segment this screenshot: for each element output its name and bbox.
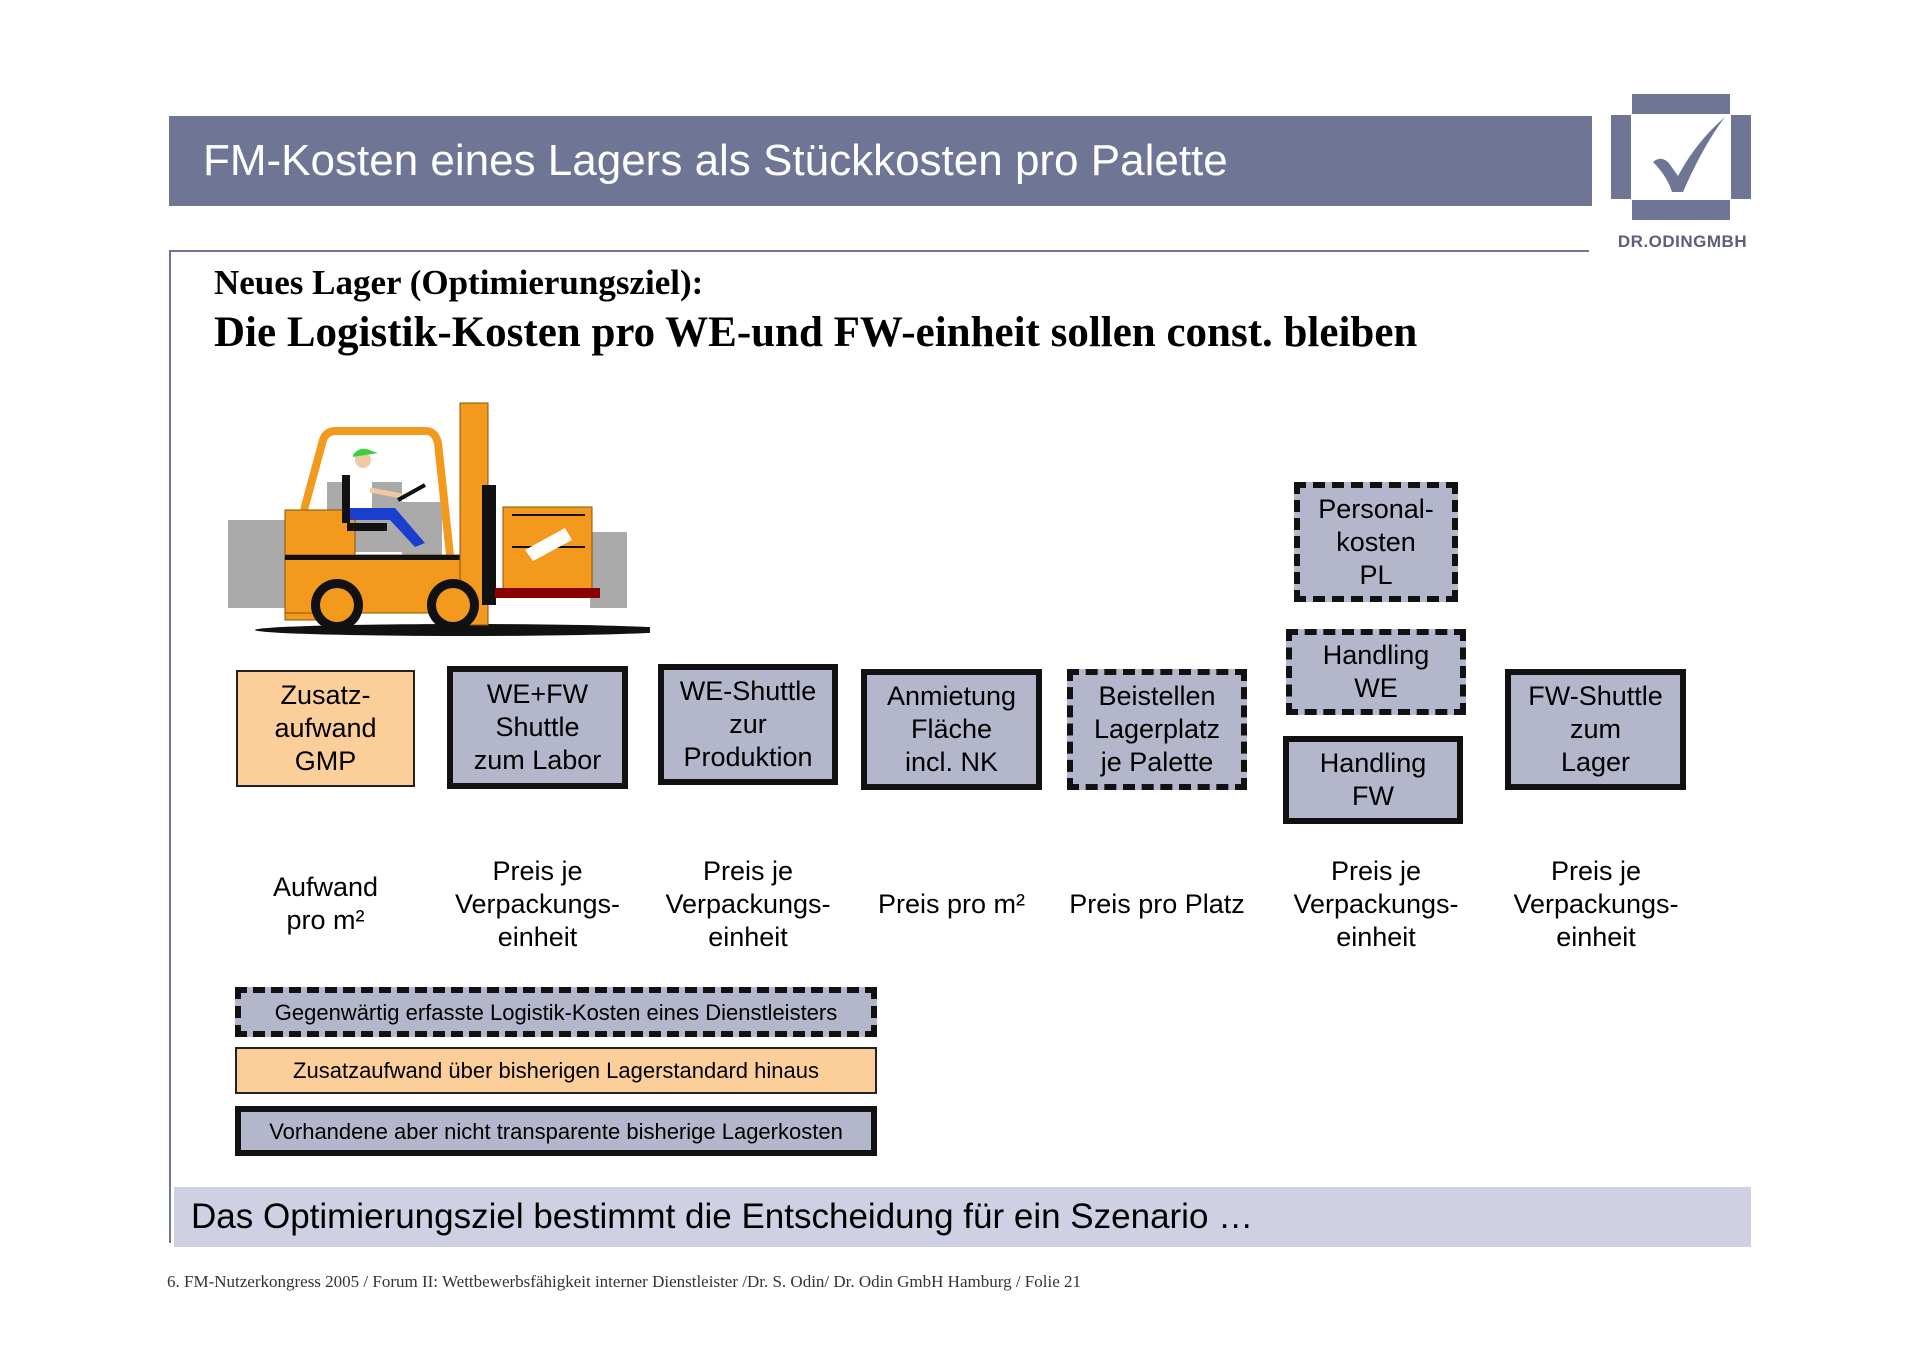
box-handling-fw: Handling FW [1283,736,1463,824]
label-preis-verpackung: Preis je Verpackungs- einheit [1513,855,1679,952]
logo-text: DR.ODINGMBH [1617,232,1748,251]
box-beistellen: Beistellen Lagerplatz je Palette [1067,669,1247,790]
legend-orange: Zusatzaufwand über bisherigen Lagerstand… [235,1047,877,1094]
box-zusatzaufwand-gmp: Zusatz- aufwand GMP [236,670,415,787]
label-preis-platz: Preis pro Platz [1069,888,1245,919]
divider-vertical [169,250,171,1243]
label-preis-verpackung: Preis je Verpackungs- einheit [454,855,621,952]
box-we-shuttle: WE-Shuttle zur Produktion [658,664,838,785]
header-bar [169,116,1592,206]
box-fw-shuttle: FW-Shuttle zum Lager [1505,669,1686,790]
box-personalkosten: Personal- kosten PL [1294,482,1458,602]
conclusion-banner [174,1187,1751,1247]
slide-title: FM-Kosten eines Lagers als Stückkosten p… [203,136,1228,185]
legend-dashed: Gegenwärtig erfasste Logistik-Kosten ein… [235,987,877,1037]
label-preis-verpackung: Preis je Verpackungs- einheit [1293,855,1459,952]
label-preis-verpackung: Preis je Verpackungs- einheit [665,855,831,952]
logo-checkmark-icon [1611,94,1751,220]
box-we-fw-shuttle: WE+FW Shuttle zum Labor [447,666,628,789]
label-aufwand: Aufwand pro m² [272,872,379,935]
box-handling-we: Handling WE [1286,629,1466,715]
subtitle: Neues Lager (Optimierungsziel): [214,263,704,302]
main-heading: Die Logistik-Kosten pro WE-und FW-einhei… [214,309,1418,356]
conclusion-text: Das Optimierungsziel bestimmt die Entsch… [191,1197,1254,1236]
forklift-icon [228,402,650,636]
legend-solid: Vorhandene aber nicht transparente bishe… [235,1106,877,1156]
footer: 6. FM-Nutzerkongress 2005 / Forum II: We… [167,1272,1081,1291]
divider [169,250,1589,252]
label-preis-m2: Preis pro m² [877,888,1026,919]
box-anmietung: Anmietung Fläche incl. NK [861,669,1042,790]
